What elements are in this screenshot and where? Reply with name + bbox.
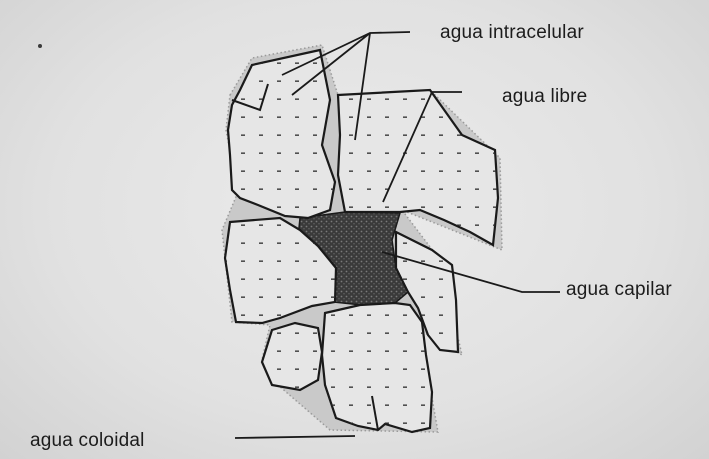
- label-free-water: agua libre: [502, 86, 587, 108]
- label-colloidal-water: agua coloidal: [30, 430, 145, 452]
- leader-colloidal: [235, 436, 355, 438]
- label-capillary-water: agua capilar: [566, 279, 672, 301]
- label-intracellular-water: agua intracelular: [440, 22, 584, 44]
- scan-speck: [38, 44, 42, 48]
